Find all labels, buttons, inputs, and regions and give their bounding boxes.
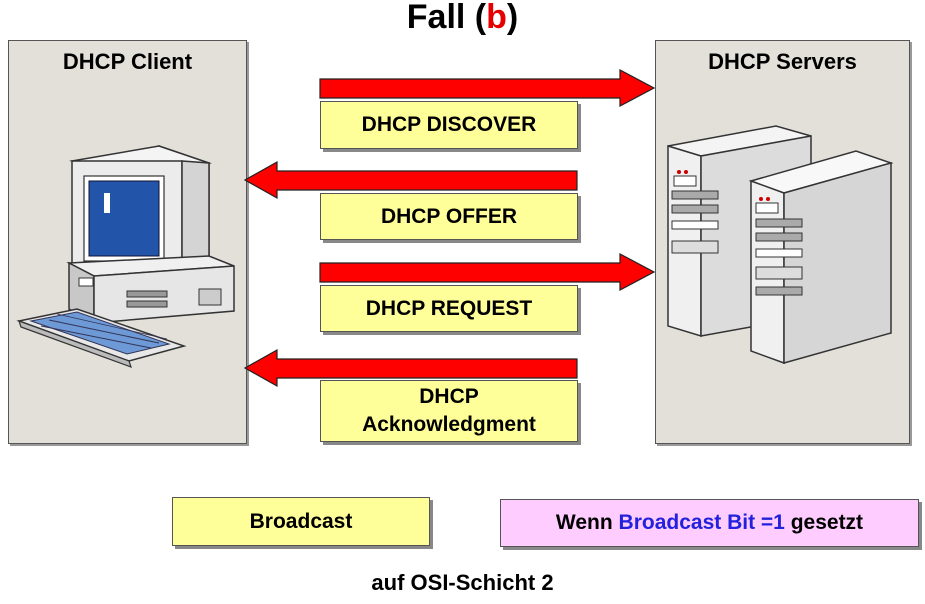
title-main: Fall ( <box>406 0 487 36</box>
arrow-request <box>319 253 656 291</box>
legend-conditional-broadcast: Wenn Broadcast Bit =1 gesetzt <box>500 499 919 547</box>
title-accent: b <box>486 0 507 36</box>
label-acknowledgment-line2: Acknowledgment <box>362 413 536 436</box>
arrow-acknowledgment <box>243 348 578 388</box>
diagram-title: Fall (b) <box>0 0 925 37</box>
servers-label: DHCP Servers <box>708 49 857 74</box>
label-acknowledgment-line1: DHCP <box>419 385 479 408</box>
label-request: DHCP REQUEST <box>320 285 578 332</box>
label-discover: DHCP DISCOVER <box>320 101 578 149</box>
server-tower-icon <box>667 125 894 365</box>
arrow-offer <box>243 160 578 200</box>
legend-conditional-highlight: Broadcast Bit =1 <box>618 511 785 534</box>
client-label: DHCP Client <box>62 49 193 74</box>
client-panel: DHCP Client <box>8 40 247 444</box>
arrow-discover <box>319 69 656 107</box>
legend-broadcast: Broadcast <box>172 497 430 546</box>
footer-caption: auf OSI-Schicht 2 <box>371 570 554 595</box>
legend-conditional-prefix: Wenn <box>555 511 613 534</box>
title-close: ) <box>506 0 519 36</box>
label-offer: DHCP OFFER <box>320 193 578 240</box>
desktop-computer-icon <box>16 144 235 368</box>
label-acknowledgment: DHCP Acknowledgment <box>320 380 578 442</box>
servers-panel: DHCP Servers <box>655 40 910 444</box>
legend-conditional-suffix: gesetzt <box>790 511 864 534</box>
